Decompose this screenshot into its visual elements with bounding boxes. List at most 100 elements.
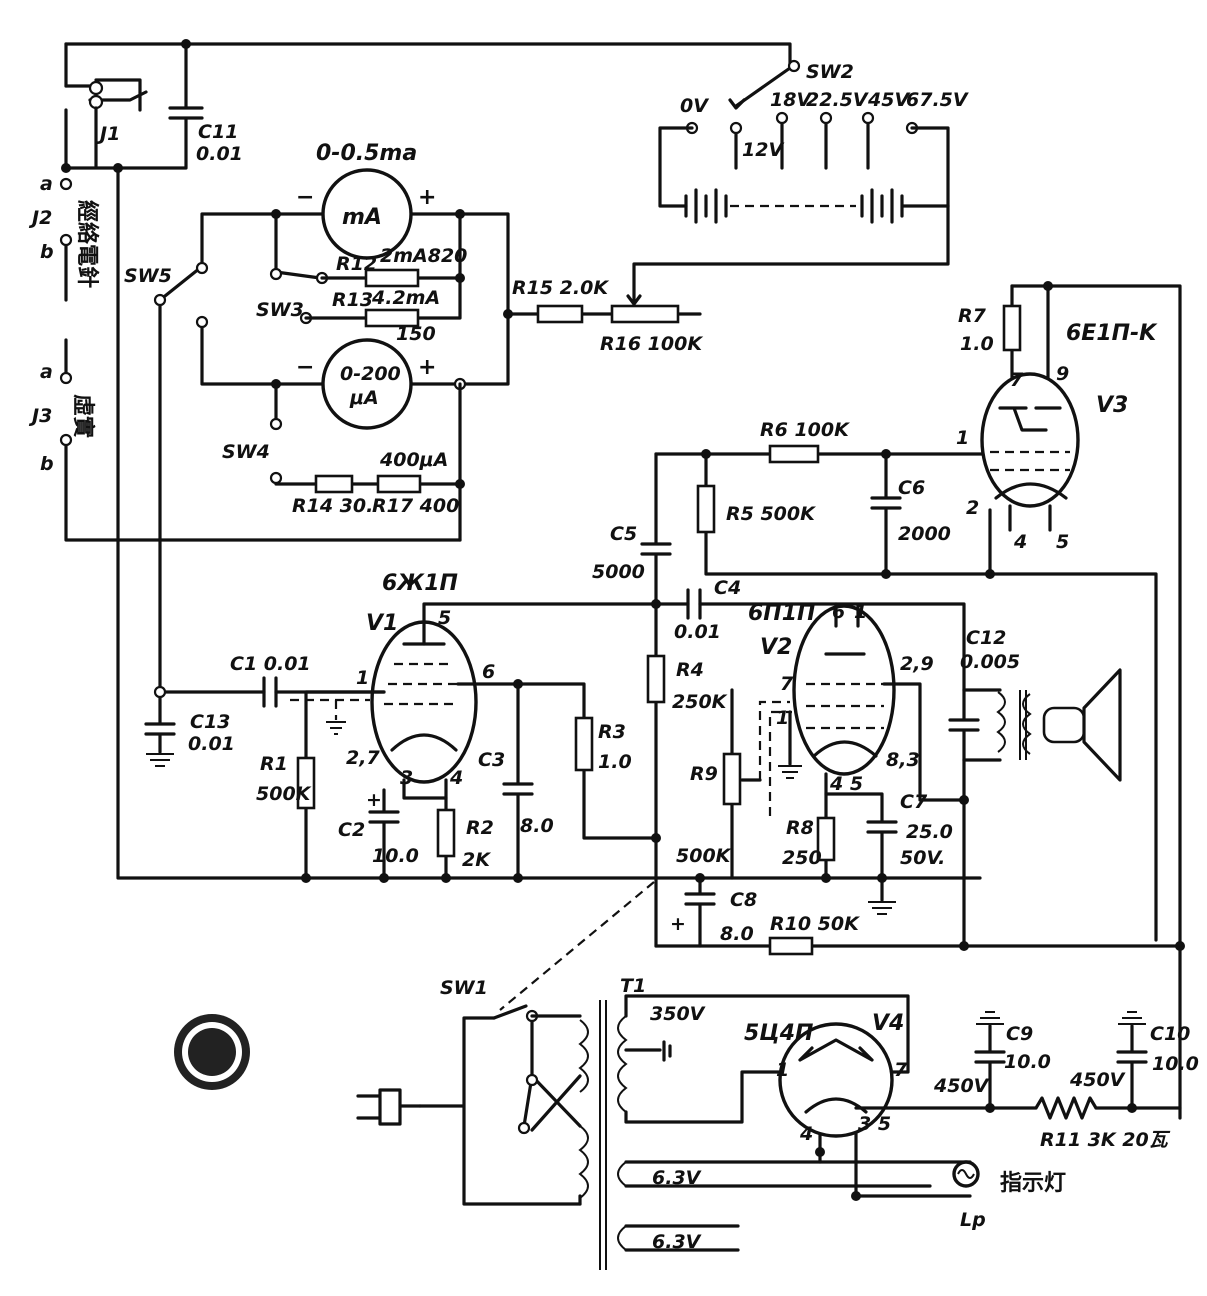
v2-pin1: 1 <box>854 601 867 623</box>
r8-label: R8 <box>786 817 814 839</box>
v1-pin4: 4 <box>449 767 463 789</box>
c7-label: C7 <box>900 791 928 813</box>
r16-label: R16 100K <box>600 333 703 355</box>
r7-value: 1.0 <box>960 333 994 355</box>
c2-label: C2 <box>338 819 365 841</box>
j3-jack[interactable] <box>59 338 462 542</box>
ma-plus: + <box>418 185 436 210</box>
r7-label: R7 <box>958 305 987 327</box>
r4-label: R4 <box>676 659 704 681</box>
c10-label: C10 <box>1150 1023 1190 1045</box>
c12-value: 0.005 <box>960 651 1020 673</box>
r9-label: R9 <box>690 763 718 785</box>
heater2-label: 6.3V <box>652 1231 702 1253</box>
r17-label: R17 400 <box>372 495 459 517</box>
v3-label: V3 <box>1096 393 1128 418</box>
r3-value: 1.0 <box>598 751 632 773</box>
v1-pin5: 5 <box>438 607 451 629</box>
pilot-lamp <box>952 1160 980 1188</box>
v4-pin1: 1 <box>776 1059 789 1081</box>
v1-pin27: 2,7 <box>346 747 380 769</box>
j1-label: J1 <box>96 123 120 145</box>
c3-value: 8.0 <box>520 815 554 837</box>
j3-label: J3 <box>28 405 52 427</box>
r13-label: R13 <box>332 289 373 311</box>
lamp-lp-label: Lp <box>960 1209 986 1231</box>
r6-resistor <box>768 444 820 464</box>
r5-resistor <box>696 484 716 534</box>
sw2-battery-selector[interactable]: SW2 0V 18V 22.5V 45V 67.5V 12V <box>658 59 969 224</box>
c9-label: C9 <box>1006 1023 1033 1045</box>
v2-pin83: 8,3 <box>886 749 920 771</box>
secondary-350v: 350V <box>650 1003 706 1025</box>
c10-value: 10.0 <box>1152 1053 1199 1075</box>
v1-pin3: 3 <box>400 767 413 789</box>
v3-pin7: 7 <box>1010 369 1024 391</box>
v1-label: V1 <box>366 611 398 636</box>
v2-pin1-inner: 1 <box>776 707 789 729</box>
c11-label: C11 <box>198 121 238 143</box>
v3-pin9: 9 <box>1056 363 1069 385</box>
sw3-label: SW3 <box>256 299 304 321</box>
r13-value2: 150 <box>396 323 436 345</box>
c6-value: 2000 <box>898 523 951 545</box>
c7-value: 25.0 <box>906 821 953 843</box>
v3-tube: R7 1.0 6E1П-K 7 9 1 2 4 5 V3 <box>956 281 1182 1120</box>
r7-resistor <box>1002 304 1022 352</box>
c9-volts: 450V <box>933 1075 990 1097</box>
r3-resistor <box>574 716 594 772</box>
sw5-switch[interactable] <box>153 212 278 694</box>
r8-value: 250 <box>782 847 822 869</box>
v3-grid-network: R6 100K R5 500K C6 2000 C5 5000 <box>592 419 1158 942</box>
v3-pin1: 1 <box>956 427 969 449</box>
sw2-0v: 0V <box>680 95 709 117</box>
v4-pin7: 7 <box>894 1059 908 1081</box>
r17-resistor <box>376 474 422 494</box>
c13-value: 0.01 <box>188 733 235 755</box>
sw2-12v: 12V <box>742 139 784 161</box>
r12-resistor <box>364 268 420 288</box>
v2-label: V2 <box>760 635 792 660</box>
heater1-label: 6.3V <box>652 1167 702 1189</box>
r1-label: R1 <box>260 753 288 775</box>
j2-b-label: b <box>40 241 54 263</box>
sw4-switch[interactable] <box>269 382 283 485</box>
v1-type: 6Ж1П <box>382 571 458 596</box>
r14-label: R14 30. <box>292 495 373 517</box>
ma-meter-text: mA <box>342 205 382 230</box>
j3-a-label: a <box>40 361 53 383</box>
v2-type: 6П1П <box>748 601 815 626</box>
c5-value: 5000 <box>592 561 645 583</box>
c7-volts: 50V. <box>900 847 945 869</box>
c6-label: C6 <box>898 477 925 499</box>
j1-jack[interactable] <box>64 78 148 168</box>
v3-pin2: 2 <box>966 497 979 519</box>
v4-pin4: 4 <box>799 1123 813 1145</box>
ua-meter: 0-200 μA − + <box>274 338 462 430</box>
v4-label: V4 <box>872 1011 904 1036</box>
c9-value: 10.0 <box>1004 1051 1051 1073</box>
sw3-switch[interactable] <box>269 212 329 325</box>
r5-label: R5 500K <box>726 503 816 525</box>
r12-value: 2mA820 <box>380 245 467 267</box>
j2-jack[interactable] <box>59 177 73 302</box>
r13-value: 4.2mA <box>371 287 440 309</box>
v2-pin6: 6 <box>832 601 845 623</box>
r16-resistor <box>610 304 680 324</box>
ma-minus: − <box>296 185 314 210</box>
r13-resistor <box>364 308 420 328</box>
r9-value: 500K <box>676 845 732 867</box>
lamp-label: 指示灯 <box>1000 1171 1066 1196</box>
r2-value: 2K <box>462 849 491 871</box>
c2-plus: + <box>366 789 382 811</box>
power-supply: SW1 T1 350V 6.3V 6.3V 5Ц4П V4 1 <box>356 975 1199 1270</box>
v2-input-network: C4 0.01 R4 250K R9 500K <box>646 577 838 948</box>
meter-section: J1 C11 0.01 a b J2 經絡電針 a b J3 虛實 <box>28 39 982 880</box>
ua-plus: + <box>418 355 436 380</box>
j3-b-label: b <box>40 453 54 475</box>
ua-text: μA <box>349 387 379 409</box>
r15-resistor <box>536 304 584 324</box>
sw1-label: SW1 <box>440 977 488 999</box>
sw2-67v: 67.5V <box>906 89 969 111</box>
sw5-label: SW5 <box>124 265 172 287</box>
